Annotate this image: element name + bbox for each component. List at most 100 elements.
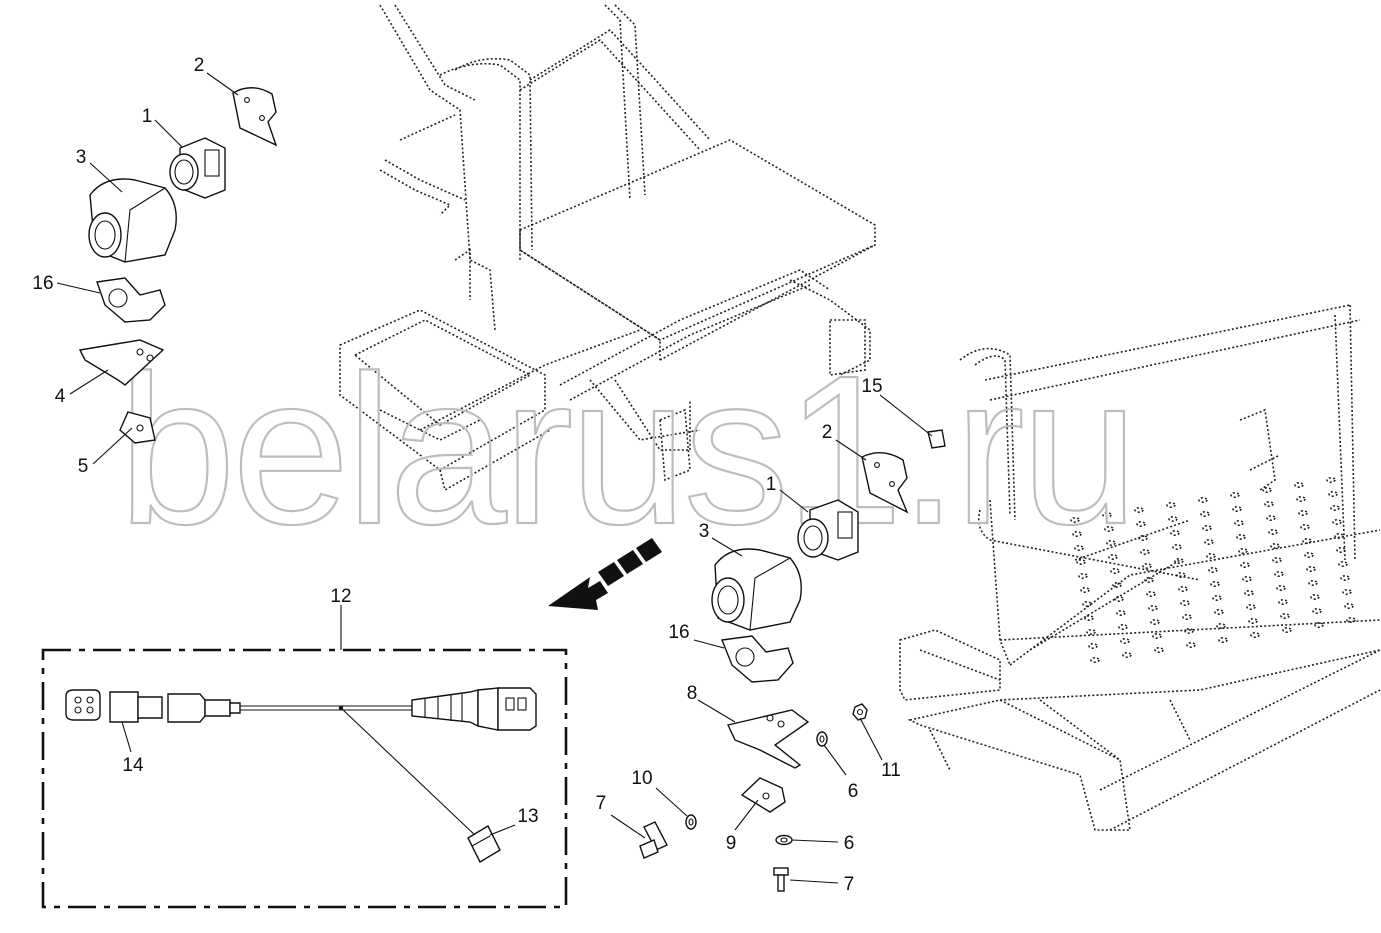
grating-hole [1086,628,1096,635]
grating-hole [1344,602,1354,609]
grating-hole [1102,511,1112,518]
grating-hole [1104,525,1114,532]
grating-hole [1178,585,1188,592]
grating-hole [1112,581,1122,588]
grating-hole [1232,505,1242,512]
part-4-plate-left [78,339,165,386]
grating-hole [1198,496,1208,503]
grating-hole [1206,552,1216,559]
grating-hole [1294,481,1304,488]
callout-16: 16 [32,273,53,294]
grating-hole [1074,544,1084,551]
callout-2: 2 [822,422,833,443]
part-1-lamp-left [169,137,226,199]
grating-hole [1172,543,1182,550]
grating-hole [1136,520,1146,527]
grating-hole [1326,476,1336,483]
grating-hole [1262,486,1272,493]
part-8-plate-right [727,709,810,769]
grating-hole [1278,598,1288,605]
grating-hole [1302,537,1312,544]
grating-hole [1236,533,1246,540]
grating-hole [1268,528,1278,535]
grating-hole [1106,539,1116,546]
callout-3: 3 [76,147,87,168]
grating-hole [1280,612,1290,619]
grating-hole [1250,631,1260,638]
part-2-shield-right [861,452,909,514]
grating-hole [1078,572,1088,579]
part-1-lamp-right [797,499,859,561]
grating-hole [1340,574,1350,581]
grating-hole [1304,551,1314,558]
part-3-hood-left [88,178,177,263]
part-13-connector [467,825,501,863]
callout-11: 11 [881,760,901,781]
grating-hole [1282,626,1292,633]
part-16-bracket-right [721,635,794,683]
grating-hole [1276,584,1286,591]
grating-hole [1170,529,1180,536]
grating-hole [1230,491,1240,498]
grating-hole [1082,600,1092,607]
callout-15: 15 [861,376,882,397]
grating-hole [1246,603,1256,610]
grating-hole [1218,636,1228,643]
kit-frame [41,648,568,909]
grating-hole [1176,571,1186,578]
grating-hole [1150,618,1160,625]
grating-hole [1072,530,1082,537]
grating-hole [1334,532,1344,539]
grating-hole [1296,495,1306,502]
callout-16: 16 [668,622,689,643]
grating-hole [1108,553,1118,560]
grating-hole [1332,518,1342,525]
part-10-washer [685,814,697,830]
grating-hole [1314,621,1324,628]
wire-harness-cable [240,705,479,839]
grating-hole [1142,562,1152,569]
part-16-bracket-left [96,277,166,323]
grating-hole [1310,593,1320,600]
callout-2: 2 [194,55,205,76]
grating-hole [1208,566,1218,573]
part-11-nut [852,703,868,721]
grating-hole [1270,542,1280,549]
callout-6: 6 [848,781,859,802]
grating-hole [1346,616,1356,623]
callout-7: 7 [844,874,855,895]
grating-hole [1146,590,1156,597]
grating-hole [1138,534,1148,541]
grating-hole [1328,490,1338,497]
grating-hole [1204,538,1214,545]
kit-label: 12 [330,586,351,607]
grating-hole [1186,641,1196,648]
part-6-washer-lower [775,834,793,846]
grating-hole [1272,556,1282,563]
part-7-bolt-left [639,821,668,859]
direction-arrow-icon [548,538,662,610]
grating-hole [1184,627,1194,634]
grating-hole [1116,609,1126,616]
grating-hole [1330,504,1340,511]
grating-hole [1216,622,1226,629]
grating-hole [1144,576,1154,583]
grating-hole [1242,575,1252,582]
grating-hole [1084,614,1094,621]
callout-10: 10 [631,768,652,789]
grating-hole [1168,515,1178,522]
grating-hole [1152,632,1162,639]
grating-hole [1174,557,1184,564]
platform-right [899,304,1381,831]
grating-hole [1200,510,1210,517]
grating-hole [1266,514,1276,521]
grating-hole [1140,548,1150,555]
grating-hole [1180,599,1190,606]
grating-hole [1338,560,1348,567]
grating-hole [1240,561,1250,568]
grating-hole [1238,547,1248,554]
grating-hole [1300,523,1310,530]
grating-hole [1076,558,1086,565]
grating-pattern [1070,476,1356,663]
grating-hole [1336,546,1346,553]
